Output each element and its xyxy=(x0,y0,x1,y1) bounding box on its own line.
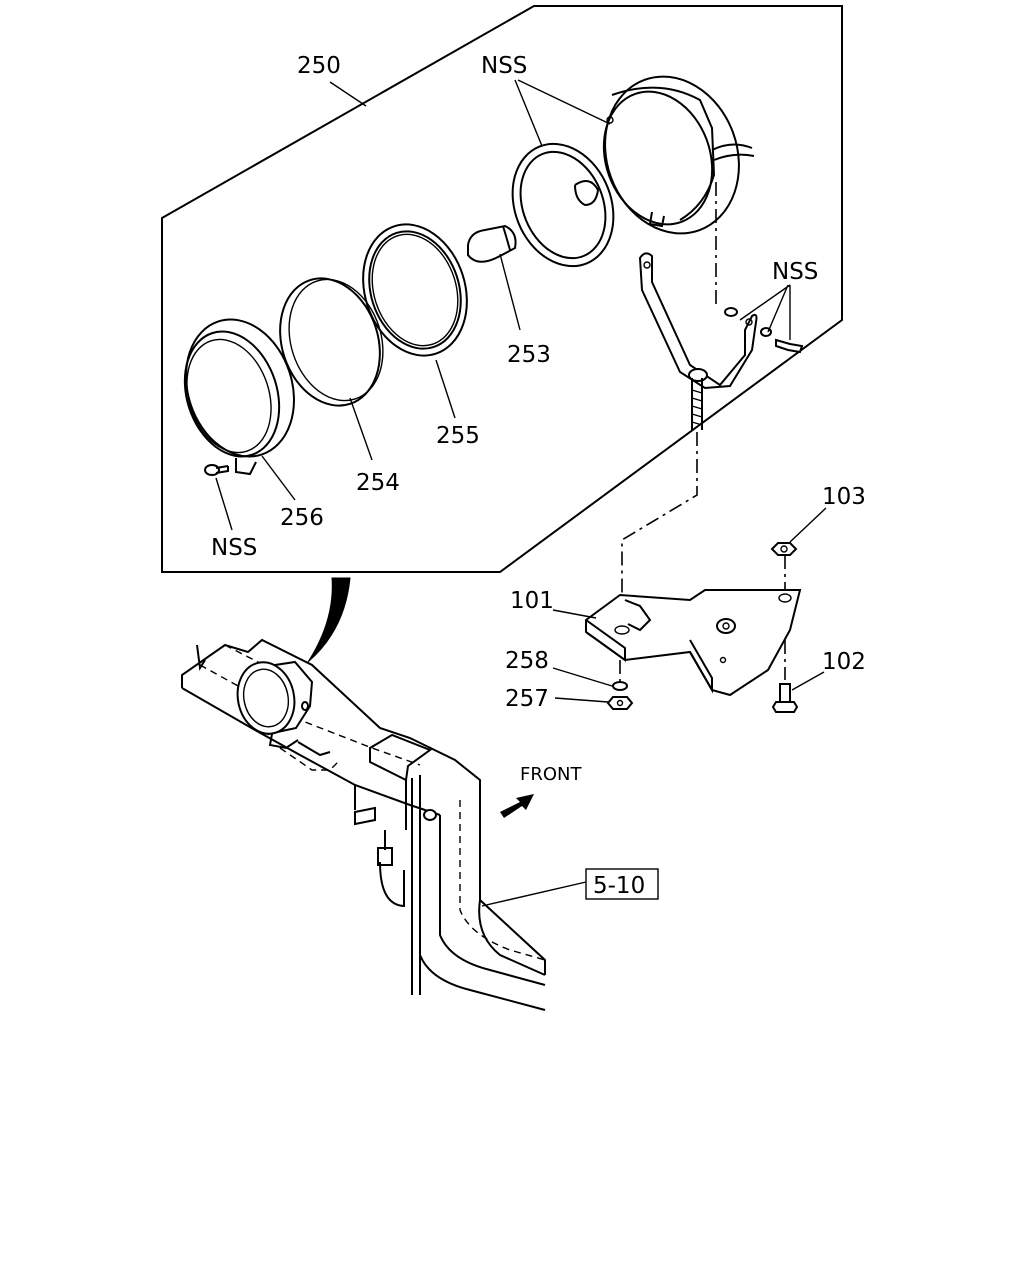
callout-258: 258 xyxy=(505,648,549,674)
bolt-102 xyxy=(771,683,799,713)
frame-bracket xyxy=(585,589,802,697)
lamp-mount-bracket xyxy=(638,252,758,430)
callout-103: 103 xyxy=(822,484,866,510)
nss-screw-left xyxy=(204,464,229,476)
nss-hardware-right xyxy=(724,307,804,354)
callout-253: 253 xyxy=(507,342,551,368)
callout-257: 257 xyxy=(505,686,549,712)
reference-box xyxy=(585,868,659,900)
retaining-ring xyxy=(362,223,468,357)
installed-fog-lamp xyxy=(236,660,341,771)
lamp-housing xyxy=(602,75,755,235)
locator-arrow xyxy=(307,577,351,663)
assembly-enclosure xyxy=(161,5,843,573)
reference-label: 5-10 xyxy=(593,873,645,899)
reflector xyxy=(511,142,615,268)
vehicle-frame xyxy=(181,638,546,1011)
lens xyxy=(279,277,384,407)
callout-255: 255 xyxy=(436,423,480,449)
rim xyxy=(183,318,295,476)
bulb xyxy=(467,224,517,263)
front-arrow-icon xyxy=(500,794,534,818)
nut-257 xyxy=(606,696,634,710)
callout-nss-top: NSS xyxy=(481,53,527,79)
callout-nss-right: NSS xyxy=(772,259,818,285)
callout-101: 101 xyxy=(510,588,554,614)
frame-fittings xyxy=(354,806,437,908)
callout-102: 102 xyxy=(822,649,866,675)
washer-258 xyxy=(612,681,628,691)
callout-250: 250 xyxy=(297,53,341,79)
callout-256: 256 xyxy=(280,505,324,531)
callout-254: 254 xyxy=(356,470,400,496)
front-label: FRONT xyxy=(520,764,582,785)
callout-nss-left: NSS xyxy=(211,535,257,561)
nut-103 xyxy=(770,542,798,556)
